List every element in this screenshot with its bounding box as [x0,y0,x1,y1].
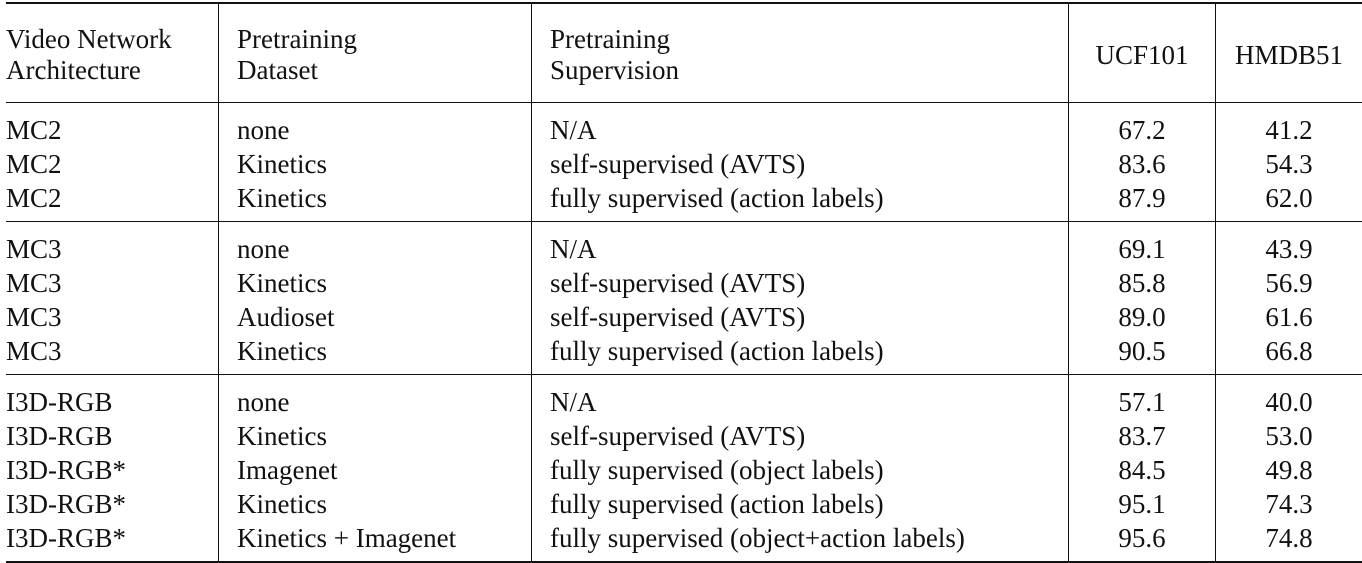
cell-architecture: I3D-RGB [6,419,219,453]
cell-hmdb51: 74.8 [1216,521,1362,562]
cell-hmdb51: 41.2 [1216,103,1362,148]
cell-supervision: self-supervised (AVTS) [532,419,1069,453]
cell-dataset: none [219,375,532,420]
cell-hmdb51: 43.9 [1216,222,1362,267]
table-row: I3D-RGB* Kinetics fully supervised (acti… [6,487,1362,521]
header-architecture: Video Network Architecture [6,3,219,103]
cell-architecture: I3D-RGB* [6,521,219,562]
table-row: MC2 Kinetics fully supervised (action la… [6,181,1362,222]
cell-dataset: Kinetics [219,266,532,300]
table-row: MC3 none N/A 69.1 43.9 [6,222,1362,267]
cell-supervision: self-supervised (AVTS) [532,147,1069,181]
cell-supervision: N/A [532,375,1069,420]
cell-architecture: I3D-RGB [6,375,219,420]
cell-dataset: Kinetics [219,181,532,222]
cell-architecture: MC2 [6,147,219,181]
cell-dataset: Kinetics [219,334,532,375]
cell-architecture: MC3 [6,300,219,334]
cell-supervision: fully supervised (object+action labels) [532,521,1069,562]
cell-supervision: N/A [532,103,1069,148]
cell-supervision: fully supervised (object labels) [532,453,1069,487]
table-row: MC2 none N/A 67.2 41.2 [6,103,1362,148]
table-row: I3D-RGB Kinetics self-supervised (AVTS) … [6,419,1362,453]
group-i3d-rgb: I3D-RGB none N/A 57.1 40.0 I3D-RGB Kinet… [6,375,1362,563]
cell-architecture: I3D-RGB* [6,487,219,521]
header-dataset-line-2: Dataset [237,55,531,86]
cell-supervision: self-supervised (AVTS) [532,300,1069,334]
cell-ucf101: 67.2 [1069,103,1216,148]
header-ucf101: UCF101 [1069,3,1216,103]
cell-architecture: MC3 [6,222,219,267]
header-supervision-line-2: Supervision [550,55,1068,86]
cell-architecture: MC2 [6,103,219,148]
cell-supervision: fully supervised (action labels) [532,334,1069,375]
table-row: I3D-RGB* Kinetics + Imagenet fully super… [6,521,1362,562]
cell-supervision: fully supervised (action labels) [532,487,1069,521]
cell-ucf101: 95.6 [1069,521,1216,562]
header-supervision: Pretraining Supervision [532,3,1069,103]
cell-architecture: MC3 [6,266,219,300]
cell-dataset: none [219,222,532,267]
table-row: I3D-RGB* Imagenet fully supervised (obje… [6,453,1362,487]
cell-dataset: Audioset [219,300,532,334]
cell-dataset: Kinetics [219,419,532,453]
header-row: Video Network Architecture Pretraining D… [6,3,1362,103]
header-architecture-line-1: Video Network [6,24,218,55]
header-dataset: Pretraining Dataset [219,3,532,103]
cell-hmdb51: 66.8 [1216,334,1362,375]
table-header: Video Network Architecture Pretraining D… [6,3,1362,103]
header-architecture-line-2: Architecture [6,55,218,86]
cell-hmdb51: 49.8 [1216,453,1362,487]
table-row: MC2 Kinetics self-supervised (AVTS) 83.6… [6,147,1362,181]
cell-ucf101: 85.8 [1069,266,1216,300]
cell-ucf101: 84.5 [1069,453,1216,487]
table-row: MC3 Audioset self-supervised (AVTS) 89.0… [6,300,1362,334]
table-row: I3D-RGB none N/A 57.1 40.0 [6,375,1362,420]
cell-dataset: Imagenet [219,453,532,487]
cell-ucf101: 83.7 [1069,419,1216,453]
cell-dataset: Kinetics [219,147,532,181]
cell-ucf101: 90.5 [1069,334,1216,375]
cell-ucf101: 57.1 [1069,375,1216,420]
cell-supervision: fully supervised (action labels) [532,181,1069,222]
cell-hmdb51: 61.6 [1216,300,1362,334]
group-mc2: MC2 none N/A 67.2 41.2 MC2 Kinetics self… [6,103,1362,222]
cell-hmdb51: 62.0 [1216,181,1362,222]
cell-hmdb51: 74.3 [1216,487,1362,521]
cell-dataset: none [219,103,532,148]
cell-ucf101: 95.1 [1069,487,1216,521]
cell-architecture: I3D-RGB* [6,453,219,487]
results-table: Video Network Architecture Pretraining D… [6,2,1362,563]
cell-dataset: Kinetics + Imagenet [219,521,532,562]
cell-ucf101: 89.0 [1069,300,1216,334]
header-supervision-line-1: Pretraining [550,24,1068,55]
table-row: MC3 Kinetics fully supervised (action la… [6,334,1362,375]
cell-ucf101: 87.9 [1069,181,1216,222]
group-mc3: MC3 none N/A 69.1 43.9 MC3 Kinetics self… [6,222,1362,375]
cell-architecture: MC3 [6,334,219,375]
cell-hmdb51: 40.0 [1216,375,1362,420]
cell-supervision: self-supervised (AVTS) [532,266,1069,300]
table-row: MC3 Kinetics self-supervised (AVTS) 85.8… [6,266,1362,300]
cell-dataset: Kinetics [219,487,532,521]
header-hmdb51: HMDB51 [1216,3,1362,103]
cell-architecture: MC2 [6,181,219,222]
cell-ucf101: 69.1 [1069,222,1216,267]
cell-hmdb51: 54.3 [1216,147,1362,181]
cell-hmdb51: 53.0 [1216,419,1362,453]
cell-ucf101: 83.6 [1069,147,1216,181]
cell-supervision: N/A [532,222,1069,267]
header-dataset-line-1: Pretraining [237,24,531,55]
cell-hmdb51: 56.9 [1216,266,1362,300]
